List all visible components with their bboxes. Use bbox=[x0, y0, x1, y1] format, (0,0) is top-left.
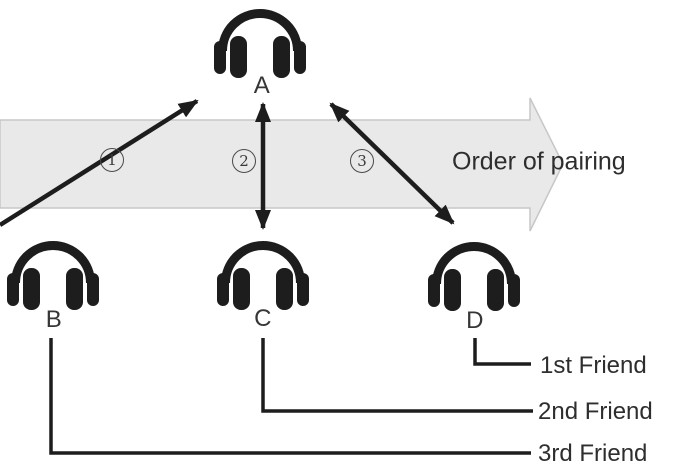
pairing-arrow-1-b-to-a bbox=[0, 99, 199, 227]
headphones-a-icon bbox=[214, 5, 306, 81]
connector-d-1st-friend bbox=[473, 338, 531, 366]
friend-label-1st: 1st Friend bbox=[540, 352, 647, 379]
headphones-d-icon bbox=[428, 238, 520, 314]
pairing-step-3-badge: 3 bbox=[350, 149, 374, 173]
headphones-c-icon bbox=[217, 237, 309, 313]
headphones-b-icon bbox=[7, 237, 99, 313]
order-of-pairing-label: Order of pairing bbox=[452, 147, 626, 176]
connector-c-2nd-friend bbox=[261, 338, 533, 413]
connector-b-3rd-friend bbox=[49, 338, 531, 455]
device-label-b: B bbox=[45, 306, 63, 333]
pairing-step-2-number: 2 bbox=[239, 152, 249, 170]
device-label-c: C bbox=[254, 305, 272, 332]
pairing-step-1-badge: 1 bbox=[100, 148, 124, 172]
pairing-arrow-3-d-to-a bbox=[329, 102, 455, 225]
pairing-step-1-number: 1 bbox=[107, 151, 117, 169]
device-label-d: D bbox=[466, 307, 484, 334]
friend-label-2nd: 2nd Friend bbox=[538, 398, 653, 425]
friend-label-3rd: 3rd Friend bbox=[538, 440, 648, 467]
pairing-step-2-badge: 2 bbox=[232, 149, 256, 173]
pairing-step-3-number: 3 bbox=[357, 152, 367, 170]
device-label-a: A bbox=[253, 72, 271, 99]
